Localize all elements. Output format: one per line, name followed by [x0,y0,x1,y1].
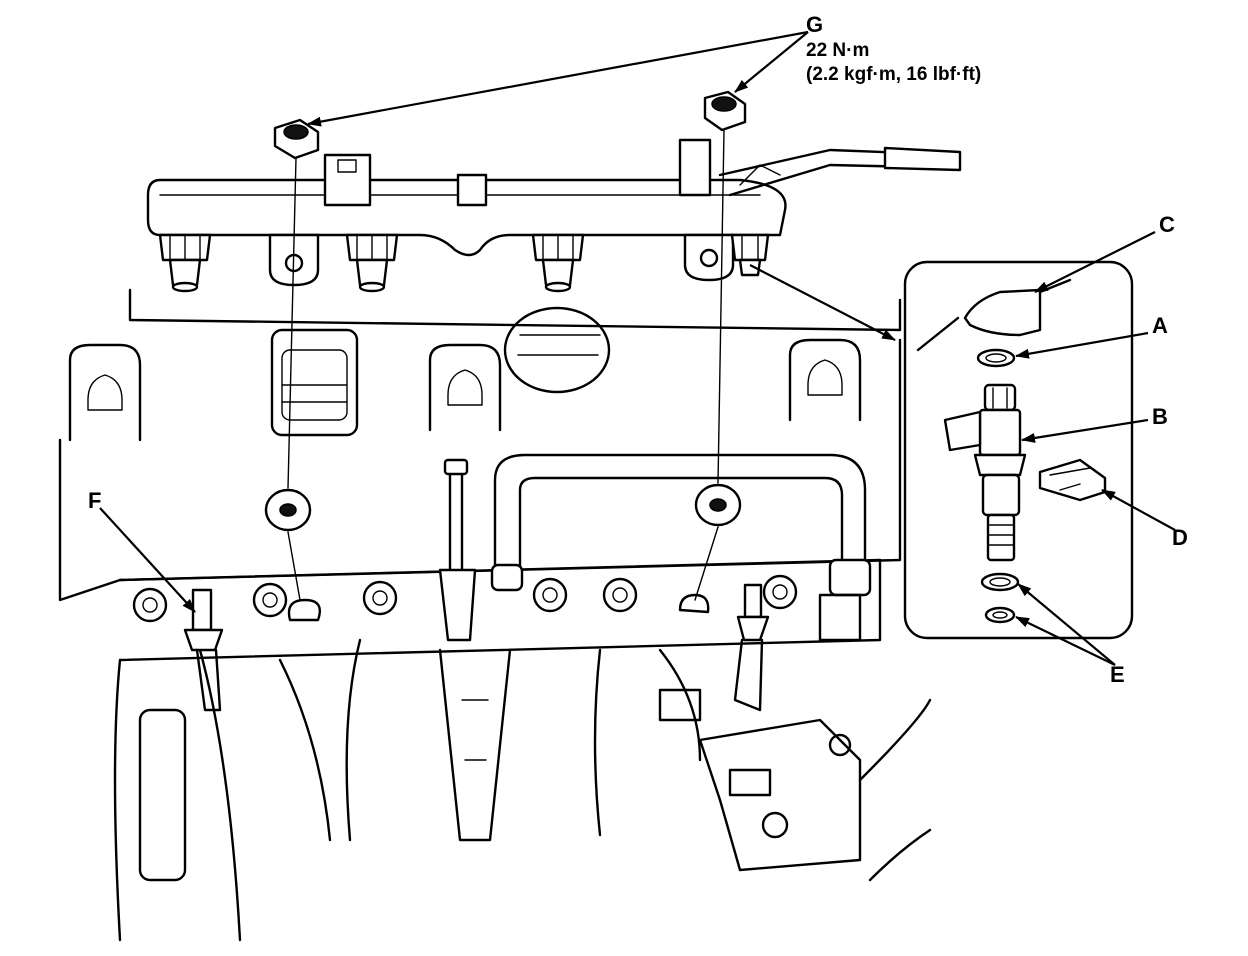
flange-nut-right [703,90,747,132]
sensor-right [733,583,770,712]
dipstick [438,458,477,642]
leader-b [1021,418,1149,443]
callout-e: E [1110,662,1125,687]
detail-inset [903,260,1134,640]
callout-f: F [88,488,101,513]
inset-injector [943,383,1027,562]
cushion-ring-right [694,483,742,527]
leader-lines [99,30,1176,666]
callout-d: D [1172,525,1188,550]
leader-g-right [734,31,809,93]
sensor-f [183,588,224,712]
leader-e-lower [1015,616,1116,666]
callout-b: B [1152,404,1168,429]
rail-injectors [158,233,770,293]
cushion-ring-left [264,488,312,532]
detail-zoom-arrow [749,264,896,341]
intake-manifold [113,558,932,942]
engine-head [58,288,902,602]
leader-a [1015,331,1149,359]
leader-d [1101,489,1176,531]
alignment-lines [287,129,725,601]
torque-spec-imperial: (2.2 kgf·m, 16 lbf·ft) [806,64,981,85]
leader-g-left [307,30,809,127]
callout-c: C [1159,212,1175,237]
fuel-hose [490,453,872,642]
torque-spec-metric: 22 N·m [806,40,869,61]
leader-c [1034,231,1156,293]
leader-f [99,507,196,613]
callout-g: G [806,12,823,37]
callout-a: A [1152,313,1168,338]
flange-nut-left [273,118,320,160]
leader-e-upper [1017,583,1116,666]
